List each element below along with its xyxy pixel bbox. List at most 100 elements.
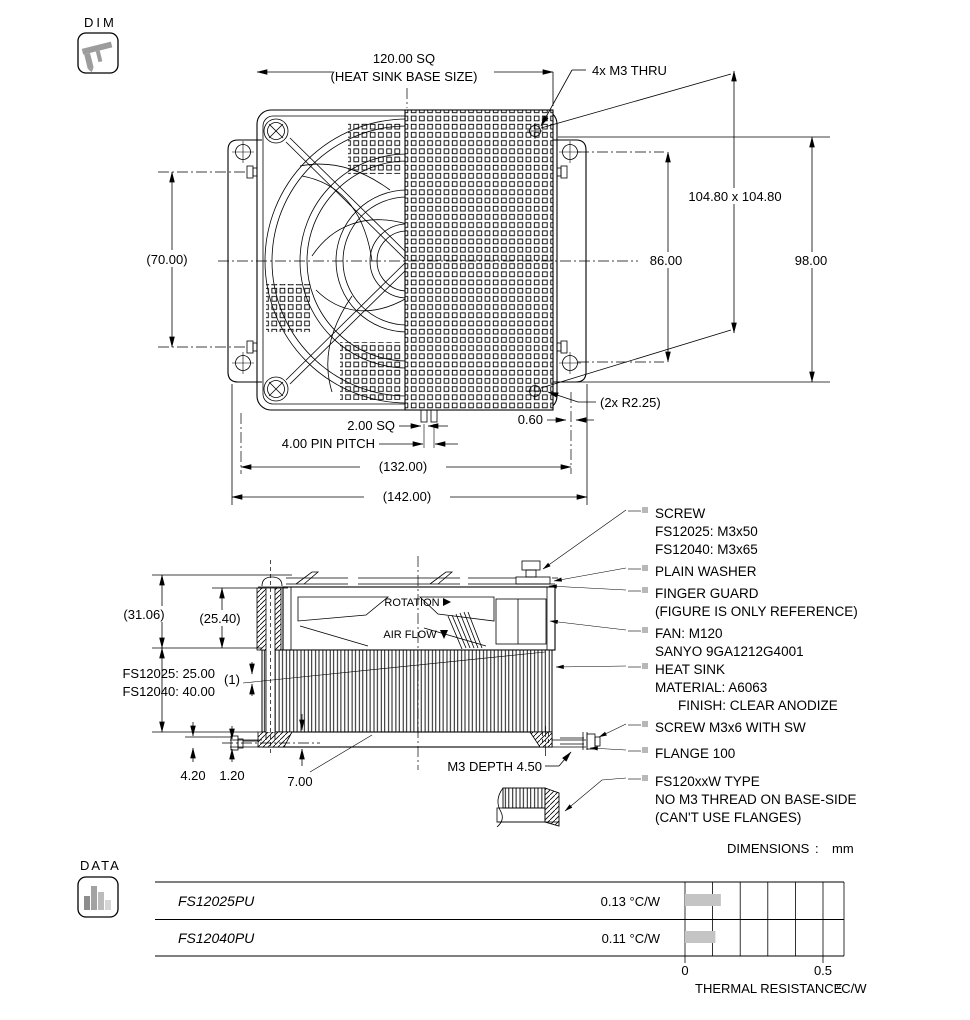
svg-text:(25.40): (25.40) xyxy=(199,611,240,626)
svg-text:(2x R2.25): (2x R2.25) xyxy=(600,395,661,410)
row-value: 0.13 °C/W xyxy=(601,894,661,909)
svg-text:SANYO 9GA1212G4001: SANYO 9GA1212G4001 xyxy=(655,644,804,659)
bar-fs12040pu xyxy=(685,931,716,943)
svg-text:4.20: 4.20 xyxy=(180,768,205,783)
callout-guard: FINGER GUARD xyxy=(655,586,759,601)
side-view: ROTATION AIR FLOW xyxy=(112,556,601,828)
dim-hole-pitch: 104.80 x 104.80 xyxy=(540,70,796,389)
svg-text:(132.00): (132.00) xyxy=(379,459,427,474)
dim-pin-sq: 2.00 SQ xyxy=(347,418,448,448)
guard-screw-top-left xyxy=(263,118,289,144)
axis-max: 0.5 xyxy=(814,963,832,978)
svg-text:FS12040: 40.00: FS12040: 40.00 xyxy=(122,684,215,699)
units-label: DIMENSIONS xyxy=(727,841,810,856)
dim-132: (132.00) xyxy=(240,459,572,474)
wtype-detail xyxy=(496,787,560,828)
svg-text:NO M3 THREAD ON BASE-SIDE: NO M3 THREAD ON BASE-SIDE xyxy=(655,792,857,807)
solder-pins xyxy=(420,409,438,423)
svg-text::: : xyxy=(815,841,819,856)
thermal-resistance-chart: FS12025PU FS12040PU 0.13 °C/W 0.11 °C/W … xyxy=(155,881,867,996)
dim-420: 4.20 xyxy=(180,722,232,783)
dim-heatsink-height: FS12025: 25.00 FS12040: 40.00 xyxy=(122,647,262,733)
dim-fan-height: (25.40) xyxy=(186,587,288,649)
dim-total-height: (31.06) xyxy=(112,574,292,649)
caliper-icon xyxy=(77,32,119,74)
svg-text:0.60: 0.60 xyxy=(518,412,543,427)
wire-bundle xyxy=(447,611,483,650)
top-view: 120.00 SQ (HEAT SINK BASE SIZE) 4x M3 TH… xyxy=(134,51,840,505)
svg-text:(1): (1) xyxy=(224,672,240,687)
dim-142: (142.00) xyxy=(231,489,588,504)
svg-text:(31.06): (31.06) xyxy=(123,607,164,622)
dim-pin-pitch: 4.00 PIN PITCH xyxy=(282,436,458,451)
svg-text:98.00: 98.00 xyxy=(795,253,828,268)
svg-text:MATERIAL: A6063: MATERIAL: A6063 xyxy=(655,680,767,695)
units-note: DIMENSIONS : mm xyxy=(727,841,854,856)
dim-86: 86.00 xyxy=(638,151,696,363)
dim-base-size: 120.00 SQ (HEAT SINK BASE SIZE) xyxy=(256,51,554,106)
fan-body-side: ROTATION AIR FLOW xyxy=(282,586,556,651)
svg-text:86.00: 86.00 xyxy=(650,253,683,268)
airflow-arrow-icon xyxy=(440,630,448,639)
svg-text:FINISH: CLEAR ANODIZE: FINISH: CLEAR ANODIZE xyxy=(678,698,838,713)
callout-wtype: FS120xxW TYPE xyxy=(655,774,760,789)
callout-fan: FAN: M120 xyxy=(655,626,723,641)
through-screw-left xyxy=(256,560,282,756)
svg-text:M3 DEPTH 4.50: M3 DEPTH 4.50 xyxy=(447,759,542,774)
callout-screw-m3x6: SCREW M3x6 WITH SW xyxy=(655,720,806,735)
dim-98: 98.00 xyxy=(558,136,840,383)
units-value: mm xyxy=(832,841,854,856)
svg-text:120.00 SQ: 120.00 SQ xyxy=(373,51,435,66)
axis-min: 0 xyxy=(681,963,688,978)
heat-sink-side xyxy=(257,649,553,748)
axis-title: THERMAL RESISTANCE xyxy=(695,981,843,996)
perforation-patch xyxy=(348,122,402,174)
bar-fs12025pu xyxy=(685,894,721,906)
chart-grid xyxy=(684,882,845,963)
svg-text:FS12025: 25.00: FS12025: 25.00 xyxy=(122,666,215,681)
dim-m3-depth: M3 DEPTH 4.50 xyxy=(447,751,572,774)
dim-section-header: DIM xyxy=(77,15,119,74)
svg-text:(142.00): (142.00) xyxy=(383,489,431,504)
data-section-header: DATA xyxy=(77,858,121,918)
svg-text:(FIGURE IS ONLY REFERENCE): (FIGURE IS ONLY REFERENCE) xyxy=(655,604,858,619)
guard-screw-bottom-left xyxy=(263,376,289,402)
row-model: FS12040PU xyxy=(178,930,255,946)
svg-text:4.00 PIN PITCH: 4.00 PIN PITCH xyxy=(282,436,375,451)
svg-text:(HEAT SINK BASE SIZE): (HEAT SINK BASE SIZE) xyxy=(331,69,478,84)
callout-screw: SCREW xyxy=(655,506,706,521)
dim-120: 1.20 xyxy=(219,726,245,783)
dim-70: (70.00) xyxy=(134,171,202,348)
fan-blades-top xyxy=(299,163,408,393)
svg-text:(CAN'T USE FLANGES): (CAN'T USE FLANGES) xyxy=(655,810,801,825)
row-value: 0.11 °C/W xyxy=(602,931,661,946)
label-radius: (2x R2.25) xyxy=(547,391,661,410)
flange-screw-right xyxy=(542,726,601,757)
dim-060: 0.60 xyxy=(518,412,594,427)
callouts: SCREW FS12025: M3x50 FS12040: M3x65 PLAI… xyxy=(542,506,858,825)
dim-gap-1: (1) xyxy=(224,651,546,696)
mounting-screw-side-top xyxy=(515,560,551,585)
svg-text:4x M3 THRU: 4x M3 THRU xyxy=(592,63,667,78)
callout-bullets xyxy=(628,507,648,781)
data-section-label: DATA xyxy=(80,858,121,873)
callout-washer: PLAIN WASHER xyxy=(655,564,757,579)
svg-text:FS12025: M3x50: FS12025: M3x50 xyxy=(655,524,758,539)
callout-flange: FLANGE 100 xyxy=(655,746,735,761)
row-model: FS12025PU xyxy=(178,893,255,909)
axis-units: °C/W xyxy=(836,981,867,996)
finger-guard-side xyxy=(286,571,558,585)
svg-text:1.20: 1.20 xyxy=(219,768,244,783)
pin-fin-field xyxy=(404,109,554,411)
rotation-arrow-icon xyxy=(443,598,451,606)
bar-chart-icon xyxy=(77,876,119,918)
callout-heatsink: HEAT SINK xyxy=(655,662,725,677)
dim-700: 7.00 xyxy=(287,714,373,789)
svg-text:7.00: 7.00 xyxy=(287,774,312,789)
svg-text:(70.00): (70.00) xyxy=(146,252,187,267)
svg-text:104.80 x 104.80: 104.80 x 104.80 xyxy=(688,189,781,204)
svg-text:2.00 SQ: 2.00 SQ xyxy=(347,418,395,433)
screw-head-left xyxy=(258,576,287,588)
